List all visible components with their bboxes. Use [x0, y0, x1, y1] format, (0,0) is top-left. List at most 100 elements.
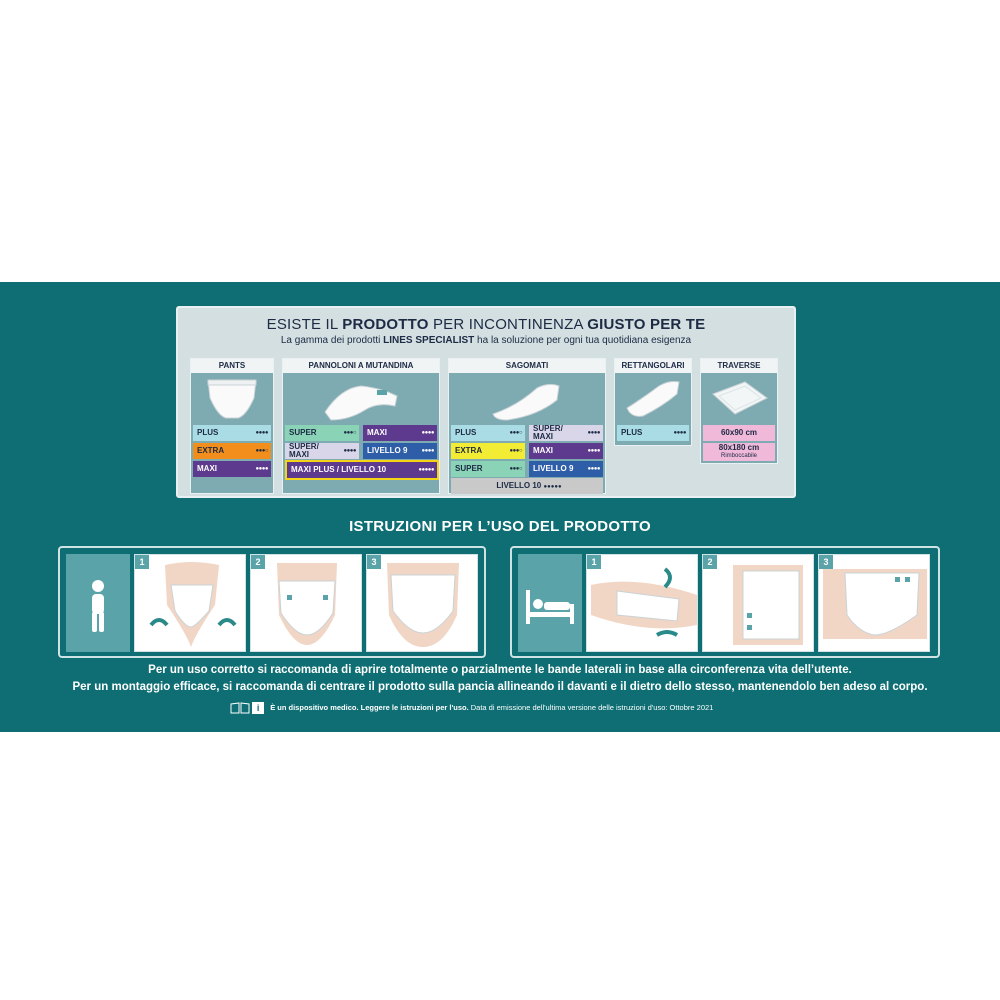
- drops-icon: ●●●●: [587, 430, 601, 436]
- bed-step-1: 1: [586, 554, 698, 652]
- row-label: LIVELLO 10: [496, 481, 542, 490]
- row-maxi: MAXI ●●●●: [529, 443, 603, 459]
- step-number: 3: [819, 555, 833, 569]
- row-super: SUPER●●●○: [451, 461, 525, 477]
- pants-product-image: [207, 379, 257, 419]
- panel-title: RETTANGOLARI: [615, 359, 691, 373]
- underpad-image: [712, 381, 768, 415]
- step-number: 2: [703, 555, 717, 569]
- panel-sagomati: SAGOMATI PLUS ●●●○ SUPER/ MAXI ●●●● EXTRA ●…: [448, 358, 606, 494]
- drops-icon: ●●●●: [421, 430, 435, 436]
- panel-title: SAGOMATI: [449, 359, 605, 373]
- pants-step-1: 1: [134, 554, 246, 652]
- drops-icon: ●●●○: [509, 430, 523, 436]
- drops-icon: ●●●●: [587, 466, 601, 472]
- row-label: PLUS: [197, 428, 219, 437]
- row-maxi: MAXI●●●●: [363, 425, 437, 441]
- drops-icon: ●●●●: [255, 466, 269, 472]
- panel-pannoloni: PANNOLONI A MUTANDINA SUPER ●●●○ MAXI●●●●…: [282, 358, 440, 494]
- step-number: 3: [367, 555, 381, 569]
- drops-icon: ●●●○: [509, 448, 523, 454]
- bed-step-1-image: [591, 567, 697, 637]
- row-plus: PLUS ●●●○: [451, 425, 525, 441]
- legal-text: Data di emissione dell'ultima versione d…: [468, 703, 714, 712]
- panel-pants: PANTS PLUS ●●●● EXTRA ●●●○ MAXI ●●●●: [190, 358, 274, 494]
- drops-icon: ●●●●: [587, 448, 601, 454]
- bed-step-3: 3: [818, 554, 930, 652]
- row-label: 60x90 cm: [720, 428, 758, 437]
- row-60x90: 60x90 cm: [703, 425, 775, 441]
- pants-step-3: 3: [366, 554, 478, 652]
- title-text-3: PER INCONTINENZA: [428, 316, 588, 333]
- row-label: MAXI PLUS / LIVELLO 10: [291, 465, 387, 474]
- instructions-bed: 1 2 3: [510, 546, 940, 658]
- card-header: ESISTE IL PRODOTTO PER INCONTINENZA GIUS…: [178, 308, 794, 352]
- panel-title: TRAVERSE: [701, 359, 777, 373]
- row-label: SUPER: [455, 464, 483, 473]
- row-label: 80x180 cm: [718, 443, 760, 452]
- card-title: ESISTE IL PRODOTTO PER INCONTINENZA GIUS…: [178, 316, 794, 333]
- drops-icon: ●●●○: [343, 430, 357, 436]
- row-maxi: MAXI ●●●●: [193, 461, 271, 477]
- row-note: Rimboccabile: [720, 453, 757, 459]
- row-label: SUPER/ MAXI: [289, 443, 319, 459]
- row-label: SUPER/ MAXI: [533, 425, 563, 441]
- row-label: PLUS: [455, 428, 477, 437]
- title-text-1: ESISTE IL: [266, 316, 343, 333]
- row-plus: PLUS ●●●●: [617, 425, 689, 441]
- panel-title: PANNOLONI A MUTANDINA: [283, 359, 439, 373]
- subtitle-brand: LINES SPECIALIST: [383, 335, 475, 346]
- panel-title: PANTS: [191, 359, 273, 373]
- bed-step-3-image: [823, 569, 927, 639]
- row-plus: PLUS ●●●●: [193, 425, 271, 441]
- panel-rettangolari: RETTANGOLARI PLUS ●●●●: [614, 358, 692, 446]
- title-text-2: PRODOTTO: [342, 316, 429, 333]
- row-super-maxi: SUPER/ MAXI ●●●●: [285, 443, 359, 459]
- row-label: PLUS: [621, 428, 643, 437]
- subtitle-text-3: ha la soluzione per ogni tua quotidiana …: [474, 335, 692, 346]
- info-icon: i: [252, 702, 265, 715]
- drops-icon: ●●●○: [255, 448, 269, 454]
- row-label: EXTRA: [197, 446, 225, 455]
- standing-person-icon: [92, 580, 104, 632]
- title-text-4: GIUSTO PER TE: [587, 316, 706, 333]
- drops-icon: ●●●●: [673, 430, 687, 436]
- product-range-card: ESISTE IL PRODOTTO PER INCONTINENZA GIUS…: [176, 306, 796, 498]
- drops-icon: ●●●●●: [418, 467, 434, 473]
- shaped-pad-image: [492, 383, 560, 421]
- row-extra: EXTRA ●●●○: [193, 443, 271, 459]
- drops-icon: ●●●●: [343, 448, 357, 454]
- row-label: MAXI: [533, 446, 553, 455]
- step-number: 1: [587, 555, 601, 569]
- drops-icon: ●●●●: [421, 448, 435, 454]
- row-livello-9: LIVELLO 9 ●●●●: [363, 443, 437, 459]
- standing-person-icon-box: [66, 554, 130, 652]
- row-maxi-plus: MAXI PLUS / LIVELLO 10 ●●●●●: [285, 460, 439, 480]
- row-super-maxi: SUPER/ MAXI ●●●●: [529, 425, 603, 441]
- pants-step-2: 2: [250, 554, 362, 652]
- row-super: SUPER ●●●○: [285, 425, 359, 441]
- product-banner: ESISTE IL PRODOTTO PER INCONTINENZA GIUS…: [0, 282, 1000, 732]
- book-icon: [230, 702, 250, 714]
- person-in-bed-icon: [526, 590, 574, 624]
- legal-note: i È un dispositivo medico. Leggere le is…: [230, 700, 790, 716]
- row-label: LIVELLO 9: [533, 464, 574, 473]
- bed-step-2: 2: [702, 554, 814, 652]
- row-label: LIVELLO 9: [367, 446, 408, 455]
- bed-step-2-image: [733, 565, 803, 645]
- usage-note-2: Per un montaggio efficace, si raccomanda…: [72, 681, 928, 693]
- row-label: MAXI: [197, 464, 217, 473]
- row-label: EXTRA: [455, 446, 483, 455]
- pants-step-2-image: [277, 563, 337, 645]
- person-in-bed-icon-box: [518, 554, 582, 652]
- brief-product-image: [324, 385, 398, 421]
- pants-step-1-image: [149, 562, 237, 647]
- drops-icon: ●●●●: [255, 430, 269, 436]
- row-label: SUPER: [289, 428, 317, 437]
- drops-icon: ●●●●●: [543, 484, 562, 490]
- usage-note-1: Per un uso corretto si raccomanda di apr…: [148, 664, 852, 676]
- legal-bold-text: È un dispositivo medico. Leggere le istr…: [270, 703, 469, 712]
- row-extra: EXTRA ●●●○: [451, 443, 525, 459]
